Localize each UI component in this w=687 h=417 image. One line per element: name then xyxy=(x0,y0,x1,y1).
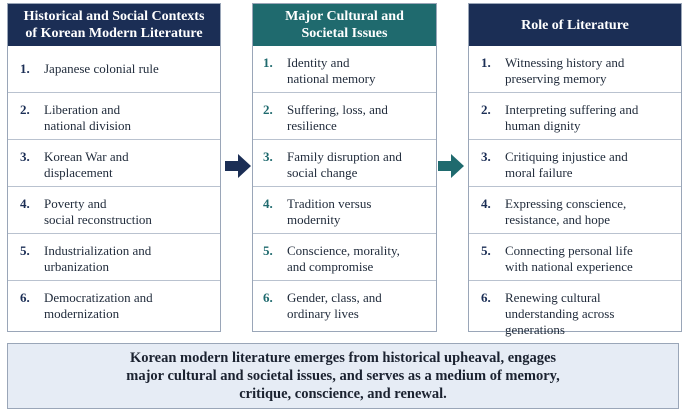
list-item: 1. Japanese colonial rule xyxy=(8,46,220,92)
item-text: Japanese colonial rule xyxy=(44,61,159,76)
list-item: 5. Conscience, morality, and compromise xyxy=(253,233,436,280)
column-role-of-literature: Role of Literature 1. Witnessing history … xyxy=(468,3,682,337)
item-number: 6. xyxy=(20,290,30,305)
list-item: 5. Connecting personal life with national… xyxy=(469,233,681,280)
item-text: Democratization and modernization xyxy=(44,290,153,321)
item-number: 3. xyxy=(263,149,273,164)
item-list: 1. Japanese colonial rule 2. Liberation an… xyxy=(8,46,220,327)
column-header: Role of Literature xyxy=(469,4,681,46)
list-item: 3. Critiquing injustice and moral failure xyxy=(469,139,681,186)
item-list: 1. Witnessing history and preserving memo… xyxy=(469,46,681,341)
list-item: 5. Industrialization and urbanization xyxy=(8,233,220,280)
item-text: Witnessing history and preserving memory xyxy=(505,55,625,86)
item-number: 5. xyxy=(263,243,273,258)
list-item: 3. Korean War and displacement xyxy=(8,139,220,186)
item-number: 3. xyxy=(481,149,491,164)
item-number: 4. xyxy=(20,196,30,211)
list-item: 1. Identity and national memory xyxy=(253,46,436,92)
item-number: 2. xyxy=(481,102,491,117)
item-number: 3. xyxy=(20,149,30,164)
column-header: Historical and Social Contexts of Korean… xyxy=(8,4,220,46)
list-item: 1. Witnessing history and preserving memo… xyxy=(469,46,681,92)
item-text: Expressing conscience, resistance, and h… xyxy=(505,196,627,227)
list-item: 4. Tradition versus modernity xyxy=(253,186,436,233)
right-arrow-icon xyxy=(225,154,251,178)
item-number: 1. xyxy=(20,61,30,76)
column-header: Major Cultural and Societal Issues xyxy=(253,4,436,46)
item-number: 6. xyxy=(481,290,491,305)
item-text: Critiquing injustice and moral failure xyxy=(505,149,628,180)
item-text: Industrialization and urbanization xyxy=(44,243,152,274)
list-item: 6. Gender, class, and ordinary lives xyxy=(253,280,436,327)
item-number: 1. xyxy=(263,55,273,70)
item-number: 4. xyxy=(481,196,491,211)
item-text: Renewing cultural understanding across g… xyxy=(505,290,615,337)
item-text: Tradition versus modernity xyxy=(287,196,372,227)
list-item: 4. Expressing conscience, resistance, and… xyxy=(469,186,681,233)
list-item: 3. Family disruption and social change xyxy=(253,139,436,186)
item-text: Gender, class, and ordinary lives xyxy=(287,290,382,321)
list-item: 2. Liberation and national division xyxy=(8,92,220,139)
item-text: Family disruption and social change xyxy=(287,149,402,180)
item-number: 1. xyxy=(481,55,491,70)
column-historical-contexts: Historical and Social Contexts of Korean… xyxy=(7,3,221,332)
item-text: Identity and national memory xyxy=(287,55,376,86)
item-text: Conscience, morality, and compromise xyxy=(287,243,400,274)
list-item: 2. Interpreting suffering and human digni… xyxy=(469,92,681,139)
list-item: 6. Renewing cultural understanding across… xyxy=(469,280,681,341)
item-text: Interpreting suffering and human dignity xyxy=(505,102,639,133)
item-number: 5. xyxy=(20,243,30,258)
list-item: 6. Democratization and modernization xyxy=(8,280,220,327)
item-list: 1. Identity and national memory 2. Sufferi… xyxy=(253,46,436,327)
item-number: 2. xyxy=(20,102,30,117)
item-text: Connecting personal life with national e… xyxy=(505,243,633,274)
item-text: Suffering, loss, and resilience xyxy=(287,102,388,133)
item-text: Korean War and displacement xyxy=(44,149,129,180)
item-number: 6. xyxy=(263,290,273,305)
item-text: Liberation and national division xyxy=(44,102,132,133)
list-item: 4. Poverty and social reconstruction xyxy=(8,186,220,233)
item-number: 4. xyxy=(263,196,273,211)
item-text: Poverty and social reconstruction xyxy=(44,196,152,227)
summary-box: Korean modern literature emerges from hi… xyxy=(7,343,679,409)
right-arrow-icon xyxy=(438,154,464,178)
item-number: 5. xyxy=(481,243,491,258)
item-number: 2. xyxy=(263,102,273,117)
list-item: 2. Suffering, loss, and resilience xyxy=(253,92,436,139)
column-cultural-issues: Major Cultural and Societal Issues 1. Ide… xyxy=(252,3,437,332)
